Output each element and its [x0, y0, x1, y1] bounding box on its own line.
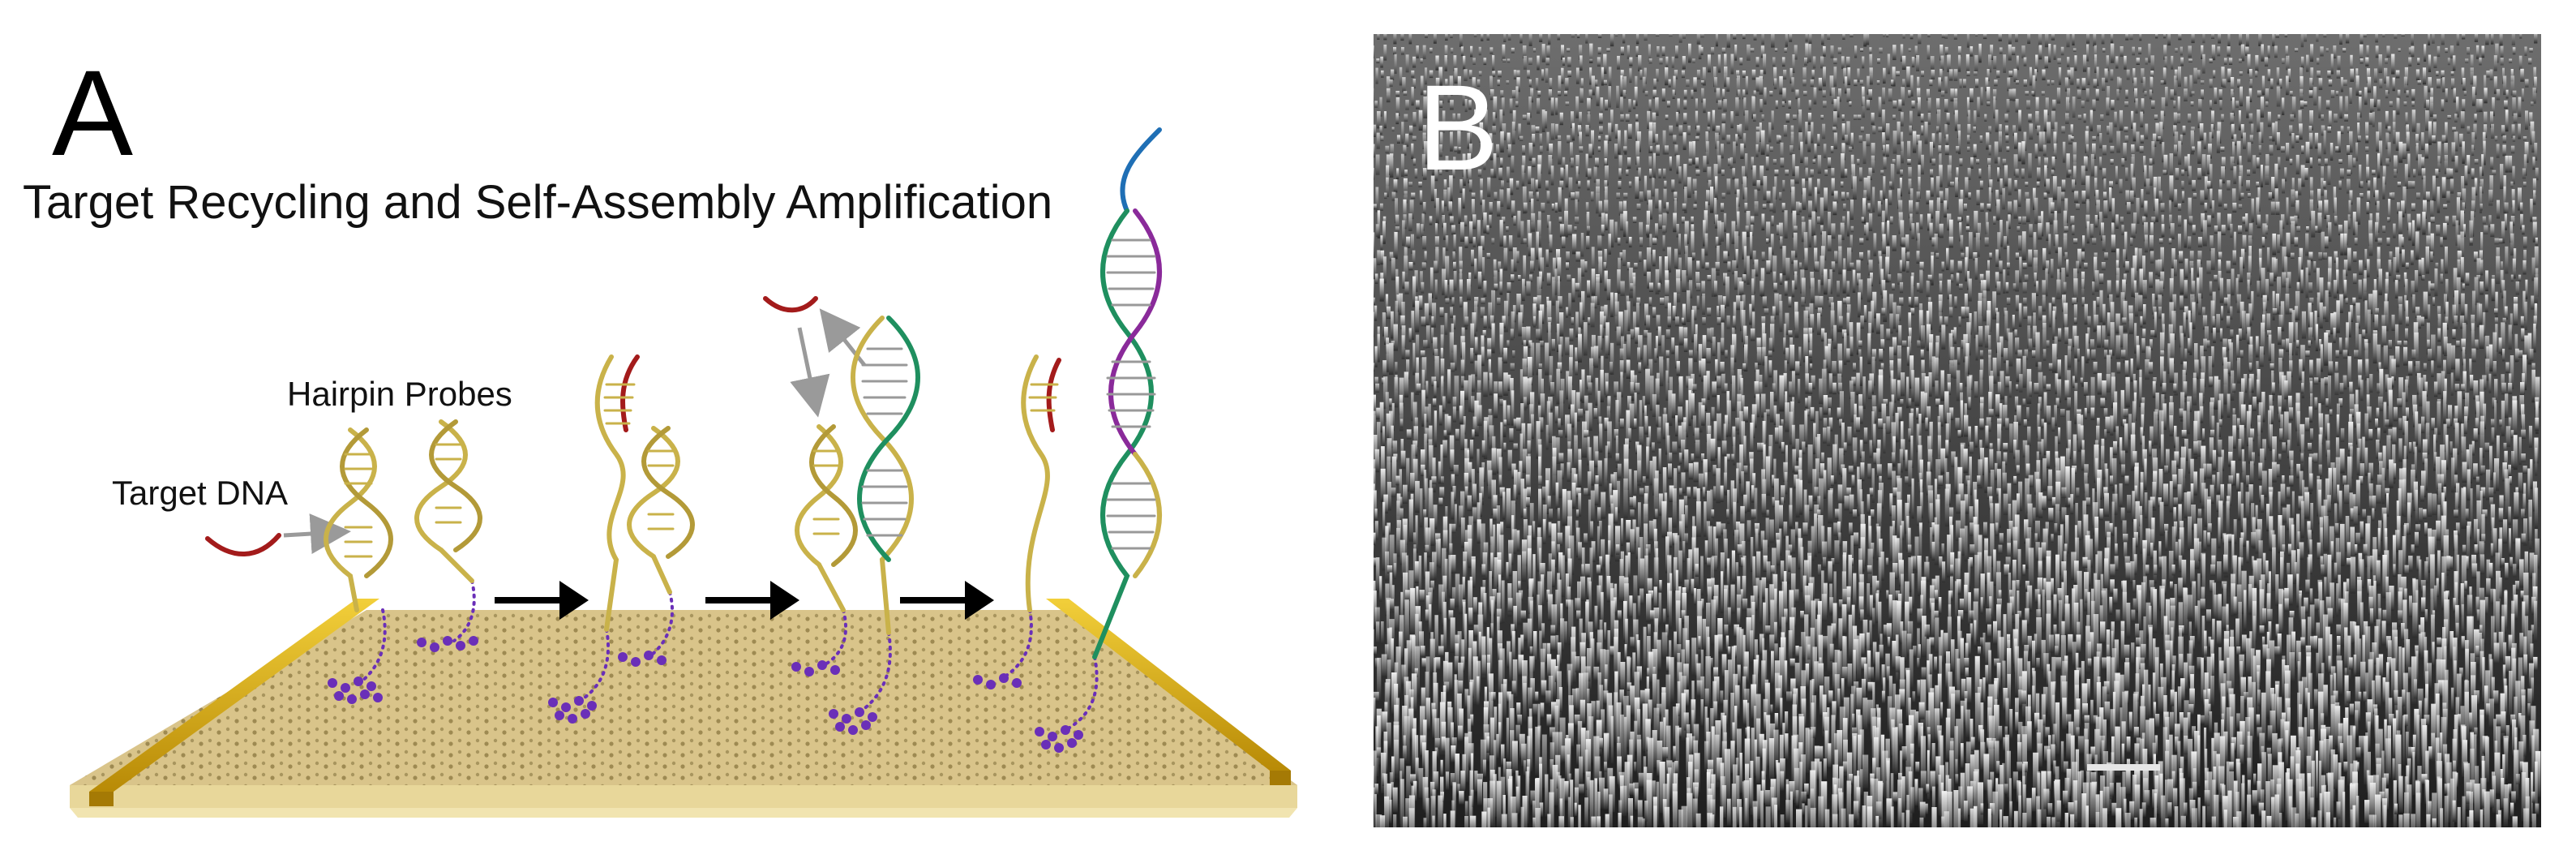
self-assembled-long-duplex	[1092, 127, 1162, 659]
panel-letter-b: B	[1417, 59, 1499, 195]
gold-rail-left	[89, 599, 379, 806]
figure-title: Target Recycling and Self-Assembly Ampli…	[23, 176, 1053, 229]
opened-probe-2	[1021, 354, 1061, 612]
panel-b-sem-image: B	[1374, 34, 2541, 827]
right-arrow-icon	[495, 581, 589, 620]
nanowire-pillars	[1374, 34, 2541, 827]
recycle-arrow-up	[819, 308, 866, 367]
right-arrow-icon	[705, 581, 799, 620]
gold-rail-right	[1046, 599, 1291, 785]
opened-probe-with-target	[594, 354, 640, 632]
right-arrow-icon	[900, 581, 994, 620]
hairpin-probe-2	[414, 419, 482, 583]
schematic-drawing	[70, 127, 1297, 818]
gold-substrate	[70, 610, 1297, 818]
target-dna-strand	[205, 533, 281, 556]
panel-a-schematic: A Target Recycling and Self-Assembly Amp…	[23, 45, 1297, 818]
hairpin-probe-4	[795, 424, 858, 612]
assembled-duplex-1	[851, 316, 920, 635]
sem-nanowire-micrograph	[1374, 34, 2541, 827]
molecule-tethers	[360, 579, 1099, 732]
surface-molecules	[328, 636, 1083, 753]
hairpin-probes-label: Hairpin Probes	[287, 375, 512, 413]
target-dna-label: Target DNA	[112, 474, 289, 512]
scale-bar	[2087, 764, 2160, 771]
recycle-arrow-down	[790, 327, 830, 418]
hairpin-probe-1	[324, 427, 393, 612]
target-pointer-arrow	[283, 513, 351, 555]
panel-letter-a: A	[52, 45, 134, 181]
released-target-strand	[763, 296, 818, 313]
hairpin-probe-3	[627, 426, 695, 595]
